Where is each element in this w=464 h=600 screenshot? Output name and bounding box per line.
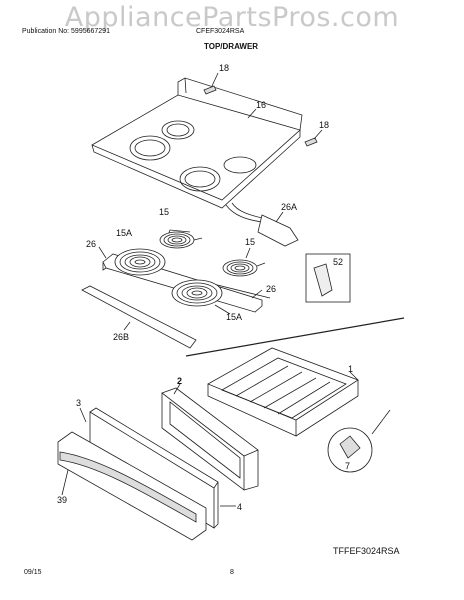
drawer-body-part [207, 347, 359, 437]
label-1: 1 [348, 364, 353, 374]
label-15-top: 15 [159, 207, 169, 217]
screw-part-a [203, 72, 219, 95]
label-16: 16 [256, 100, 266, 110]
screw-part-b [304, 129, 323, 147]
inset-box-52 [305, 253, 351, 303]
label-52: 52 [333, 257, 343, 267]
label-18b: 18 [319, 120, 329, 130]
burner-element-large-b [171, 279, 223, 307]
section-title: TOP/DRAWER [204, 42, 259, 51]
watermark: AppliancePartsPros.com [64, 2, 400, 33]
footer-page: 8 [230, 569, 234, 576]
label-18a: 18 [219, 63, 229, 73]
publication-number: Publication No: 5995667291 [22, 28, 110, 35]
label-15A-bottom: 15A [226, 312, 242, 322]
burner-element-large-a [114, 248, 166, 276]
label-15-right: 15 [245, 237, 255, 247]
label-2: 2 [177, 376, 182, 386]
mounting-strip-part [81, 285, 197, 349]
wiring-harness-part [225, 202, 299, 247]
burner-element-small-a [159, 231, 203, 249]
cooktop-part [91, 77, 303, 209]
label-26B: 26B [113, 332, 129, 342]
label-39: 39 [57, 495, 67, 505]
label-3: 3 [76, 398, 81, 408]
model-number: CFEF3024RSA [196, 28, 245, 35]
drawer-front-part [57, 407, 207, 541]
label-26A: 26A [281, 202, 297, 212]
label-26-left: 26 [86, 239, 96, 249]
inset-circle-7 [327, 409, 391, 473]
model-code: TFFEF3024RSA [333, 546, 400, 556]
footer-date: 09/15 [24, 569, 42, 576]
label-26-right: 26 [266, 284, 276, 294]
label-7: 7 [345, 461, 350, 471]
drawer-panel-part [161, 383, 259, 491]
label-4: 4 [237, 502, 242, 512]
burner-element-small-b [222, 259, 266, 277]
label-15A-left: 15A [116, 228, 132, 238]
